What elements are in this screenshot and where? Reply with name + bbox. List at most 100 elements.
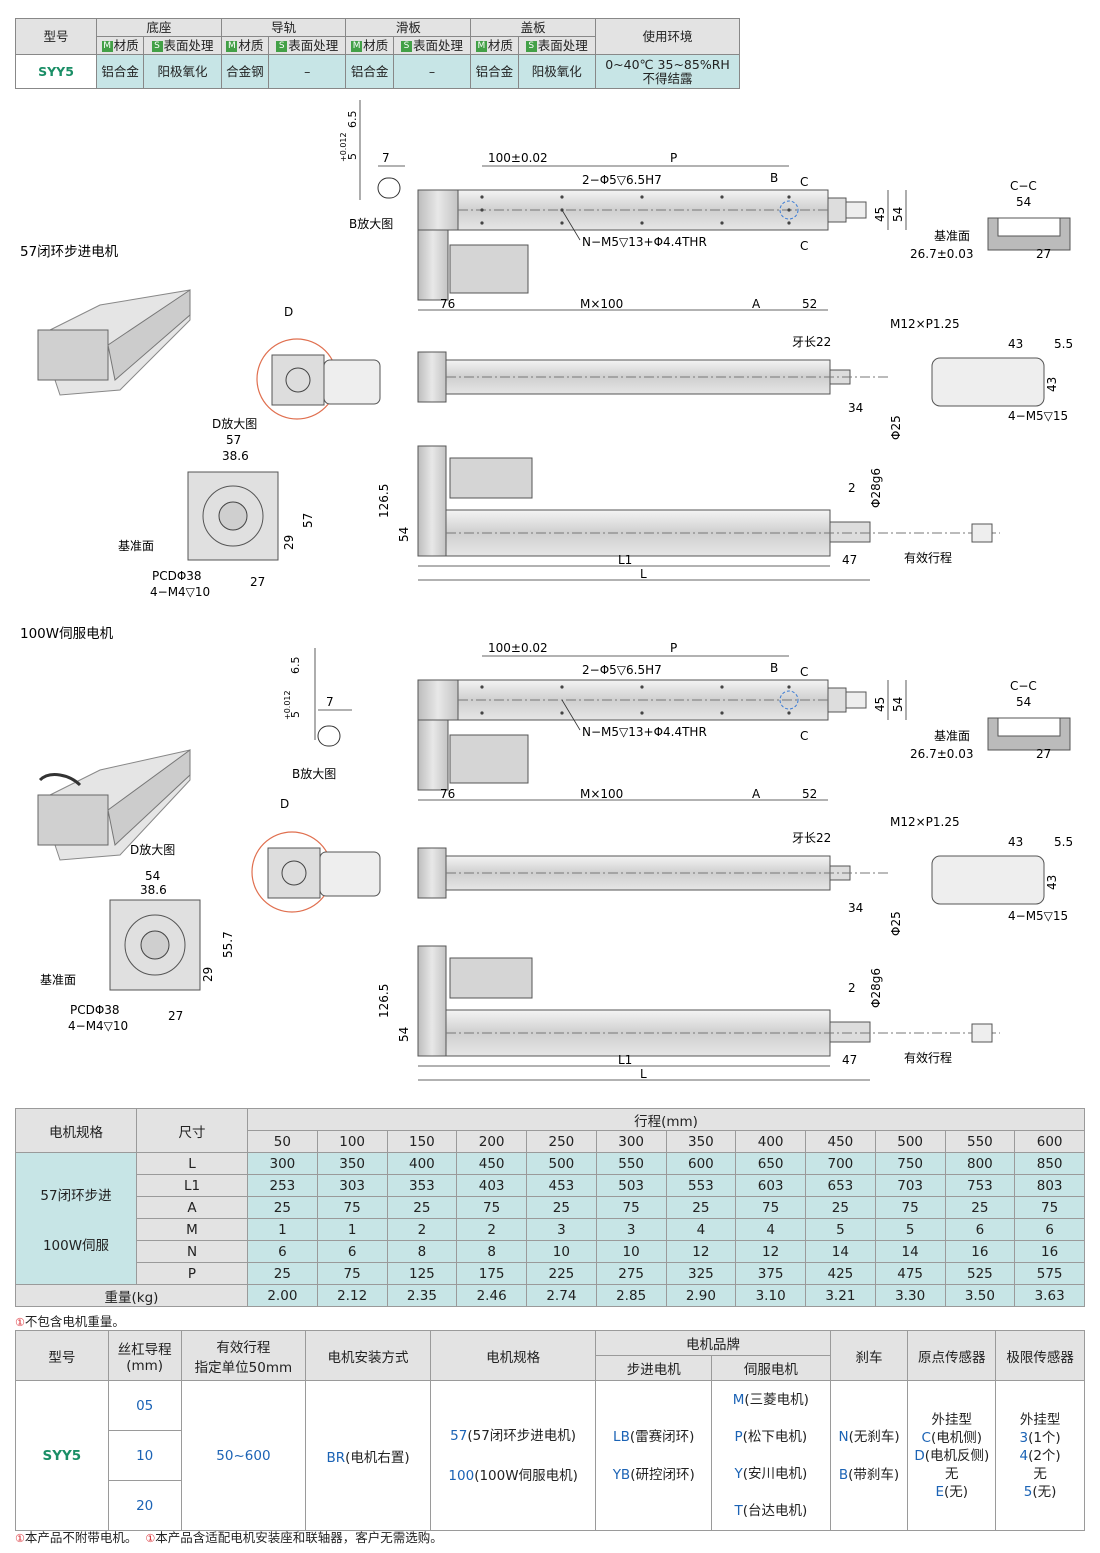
footnote-icon-1: ① bbox=[15, 1532, 25, 1545]
servo-p: P(松下电机) bbox=[712, 1419, 830, 1456]
b-zoom-label: B放大图 bbox=[349, 216, 393, 231]
dim-cell: 75 bbox=[595, 1196, 667, 1219]
brake-n-code: N bbox=[838, 1428, 849, 1445]
dim-cell: 6 bbox=[944, 1218, 1016, 1241]
b2-stroke: 有效行程 bbox=[904, 1050, 952, 1065]
dim-cell: 1 bbox=[316, 1218, 388, 1241]
d2-zoom-title: D放大图 bbox=[130, 842, 175, 857]
spec-sub-surface-label: 表面处理 bbox=[288, 37, 339, 53]
mount-code: BR bbox=[326, 1449, 346, 1466]
dim-row-label: 重量(kg) bbox=[15, 1284, 248, 1307]
b-54: 54 bbox=[397, 527, 411, 542]
dim-cell: 453 bbox=[526, 1174, 597, 1197]
spec-header-rail: 导轨 bbox=[220, 18, 347, 37]
order-h-limit: 极限传感器 bbox=[995, 1330, 1085, 1381]
brake-b-code: B bbox=[838, 1466, 849, 1483]
origin-c-code: C bbox=[921, 1429, 931, 1446]
dim-cell: 400 bbox=[386, 1152, 458, 1175]
cc-54: 54 bbox=[1016, 195, 1031, 209]
stepper-yb: YB(研控闭环) bbox=[596, 1456, 711, 1494]
dim-cell: 3.10 bbox=[735, 1284, 806, 1307]
b-l: L bbox=[640, 567, 647, 581]
top2-54: 54 bbox=[891, 697, 905, 712]
cc2-title: C−C bbox=[1010, 679, 1037, 693]
servo-p-text: (松下电机) bbox=[742, 1428, 808, 1445]
section2-title: 100W伺服电机 bbox=[20, 626, 114, 642]
top2-a: A bbox=[752, 787, 761, 801]
order-servo: M(三菱电机) P(松下电机) Y(安川电机) T(台达电机) bbox=[711, 1380, 831, 1531]
drawing-set-2: 5 +0.012 6.5 7 B放大图 100±0.02 P bbox=[37, 641, 1073, 1081]
spec-rail-material: 合金钢 bbox=[220, 54, 270, 89]
dim-cell: 803 bbox=[1014, 1174, 1085, 1197]
dim-cell: 3.30 bbox=[874, 1284, 946, 1307]
order-h-mount: 电机安装方式 bbox=[305, 1330, 431, 1381]
m-tag: M bbox=[351, 40, 363, 52]
b2-dim-7: 7 bbox=[326, 695, 334, 709]
d2-label: D bbox=[280, 797, 289, 811]
origin-e-text: (无) bbox=[944, 1483, 969, 1500]
dim-cell: 2.85 bbox=[595, 1284, 667, 1307]
mount-text: (电机右置) bbox=[345, 1449, 410, 1466]
dim-cell: 303 bbox=[316, 1174, 388, 1197]
d-57v: 57 bbox=[301, 513, 315, 528]
origin-none: 无 bbox=[945, 1465, 959, 1482]
dim-cell: 75 bbox=[316, 1196, 388, 1219]
dim-cell: 8 bbox=[386, 1240, 458, 1263]
dim-cell: 753 bbox=[944, 1174, 1016, 1197]
dim-cell: 3.63 bbox=[1014, 1284, 1085, 1307]
order-h-origin: 原点传感器 bbox=[907, 1330, 997, 1381]
limit-title: 外挂型 bbox=[1019, 1411, 1061, 1428]
side-34: 34 bbox=[848, 401, 863, 415]
b-tol-top: +0.012 bbox=[339, 132, 348, 162]
top2-c2: C bbox=[800, 729, 808, 743]
spec-slider-surface: – bbox=[392, 54, 472, 89]
dim-cell: 700 bbox=[805, 1152, 876, 1175]
dim-cell: 25 bbox=[386, 1196, 458, 1219]
dim-cell: 653 bbox=[805, 1174, 876, 1197]
order-stepper: LB(雷赛闭环) YB(研控闭环) bbox=[595, 1380, 713, 1531]
end-43b: 43 bbox=[1045, 377, 1059, 392]
top-c2: C bbox=[800, 239, 808, 253]
limit-5-text: (无) bbox=[1032, 1483, 1057, 1500]
dim-cell: 6 bbox=[1014, 1218, 1085, 1241]
spec-header-cover: 盖板 bbox=[470, 18, 596, 37]
dim-cell: 603 bbox=[735, 1174, 806, 1197]
spec-header-base: 底座 bbox=[96, 18, 222, 37]
dim-cell: 425 bbox=[805, 1262, 876, 1285]
order-h-spec: 电机规格 bbox=[429, 1330, 597, 1381]
dim-cell: 75 bbox=[874, 1196, 946, 1219]
stepper-lb-code: LB bbox=[613, 1428, 630, 1445]
bottom-view-2: 126.5 54 2 Φ28g6 L1 L 47 有效行程 bbox=[377, 945, 1000, 1081]
limit-5: 5(无) bbox=[996, 1483, 1084, 1501]
servo-t-code: T bbox=[734, 1502, 743, 1519]
dim-row-label: N bbox=[136, 1240, 248, 1263]
spec-env-line1: 0~40℃ 35~85%RH bbox=[605, 56, 730, 72]
dim-cell: 703 bbox=[874, 1174, 946, 1197]
dim-cell: 25 bbox=[805, 1196, 876, 1219]
dim-cell: 175 bbox=[456, 1262, 527, 1285]
origin-d-code: D bbox=[914, 1447, 925, 1464]
spec-57-code: 57 bbox=[450, 1427, 468, 1444]
b2-tol-top: +0.012 bbox=[283, 690, 292, 720]
spec-header-model: 型号 bbox=[15, 18, 97, 55]
d-datum: 基准面 bbox=[118, 539, 154, 553]
d-zoom-title: D放大图 bbox=[212, 416, 257, 431]
spec-env: 0~40℃ 35~85%RH 不得结露 bbox=[595, 54, 740, 89]
side2-34: 34 bbox=[848, 901, 863, 915]
dim-stroke-col: 500 bbox=[874, 1130, 946, 1153]
dim-cell: 2 bbox=[386, 1218, 458, 1241]
dim-cell: 4 bbox=[665, 1218, 737, 1241]
dim-cell: 12 bbox=[665, 1240, 737, 1263]
dim-stroke-col: 550 bbox=[944, 1130, 1016, 1153]
dim-note: ①不包含电机重量。 bbox=[15, 1311, 125, 1330]
top2-pitch: 100±0.02 bbox=[488, 641, 548, 655]
end2-55: 5.5 bbox=[1054, 835, 1073, 849]
dim-cell: 2.74 bbox=[526, 1284, 597, 1307]
dim-stroke-col: 250 bbox=[526, 1130, 597, 1153]
top-52: 52 bbox=[802, 297, 817, 311]
note-icon: ① bbox=[15, 1316, 25, 1329]
dim-cell: 2.46 bbox=[456, 1284, 527, 1307]
order-table: 型号 丝杠导程(mm) 有效行程指定单位50mm 电机安装方式 电机规格 电机品… bbox=[15, 1330, 1085, 1531]
